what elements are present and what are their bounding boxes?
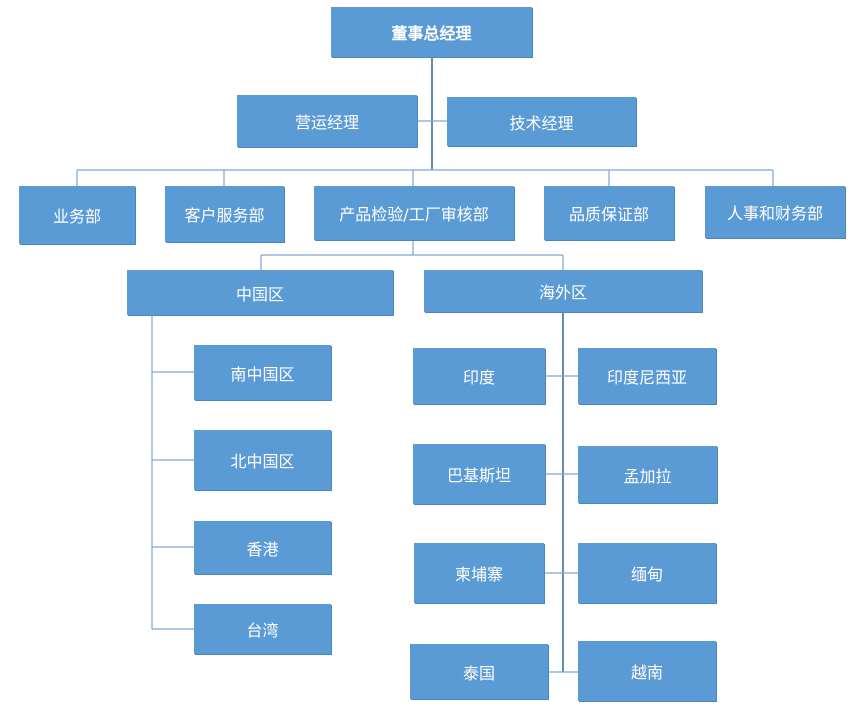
node-managing-director: 董事总经理: [331, 7, 532, 57]
node-dept-customer-service: 客户服务部: [165, 186, 284, 242]
node-overseas-vietnam: 越南: [578, 641, 716, 701]
node-region-china: 中国区: [127, 270, 393, 315]
node-dept-quality: 品质保证部: [544, 186, 674, 240]
node-overseas-myanmar: 缅甸: [578, 543, 716, 603]
node-region-overseas: 海外区: [424, 270, 702, 312]
node-overseas-cambodia: 柬埔寨: [414, 543, 544, 603]
node-china-hongkong: 香港: [194, 521, 331, 574]
node-technical-manager: 技术经理: [447, 97, 636, 146]
node-china-south: 南中国区: [194, 345, 331, 400]
node-china-north: 北中国区: [194, 430, 331, 490]
node-overseas-indonesia: 印度尼西亚: [578, 348, 716, 404]
node-operations-manager: 营运经理: [237, 95, 417, 147]
node-overseas-india: 印度: [413, 348, 545, 404]
node-china-taiwan: 台湾: [194, 604, 331, 654]
node-dept-inspection: 产品检验/工厂审核部: [314, 186, 514, 240]
node-dept-business: 业务部: [19, 186, 135, 244]
node-overseas-thailand: 泰国: [410, 644, 548, 699]
node-overseas-bangladesh: 孟加拉: [578, 446, 717, 503]
node-dept-hr-finance: 人事和财务部: [705, 186, 845, 238]
node-overseas-pakistan: 巴基斯坦: [413, 444, 545, 504]
